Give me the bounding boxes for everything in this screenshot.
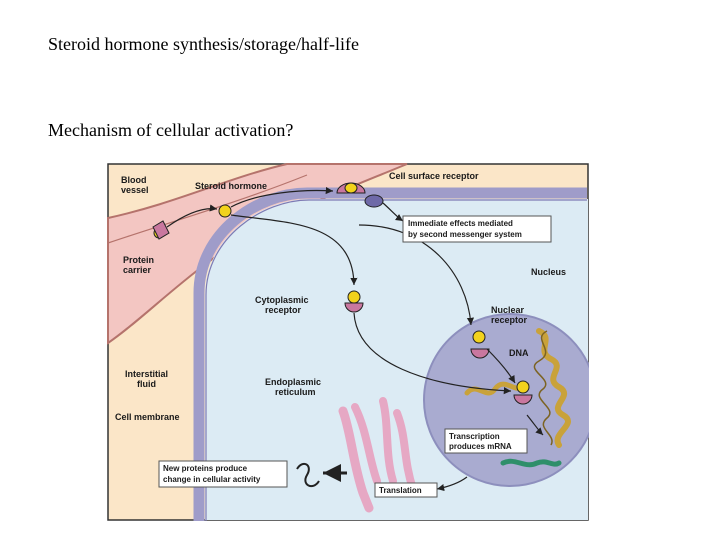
second-messenger-molecule bbox=[364, 194, 384, 208]
cell-surface-receptor-hormone bbox=[344, 182, 358, 194]
label-immediate-2: by second messenger system bbox=[408, 230, 522, 239]
arrow-translation bbox=[436, 476, 468, 492]
arrow-hormone-to-cytoplasm bbox=[230, 214, 358, 286]
slide-line-steroid-synthesis: Steroid hormone synthesis/storage/half-l… bbox=[48, 34, 359, 54]
label-protein-carrier-2: carrier bbox=[123, 265, 152, 275]
arrow-cytoplasmic-to-dna bbox=[353, 312, 512, 395]
arrow-hormone-to-receptor bbox=[230, 186, 334, 208]
label-nuclear-2: receptor bbox=[491, 315, 528, 325]
cell-membrane-inner bbox=[205, 199, 587, 521]
transcription-box bbox=[444, 428, 528, 454]
protein-carrier-icon bbox=[152, 220, 170, 240]
cytoplasmic-receptor-hormone bbox=[347, 290, 361, 304]
new-proteins-box bbox=[158, 460, 288, 488]
label-cell-surface-receptor: Cell surface receptor bbox=[389, 171, 479, 181]
er-tubule-4 bbox=[393, 409, 417, 493]
mrna-strand bbox=[500, 458, 562, 468]
label-blood-vessel-1: Blood bbox=[121, 175, 147, 185]
label-translation: Translation bbox=[379, 486, 422, 495]
label-er-2: reticulum bbox=[275, 387, 316, 397]
label-er-1: Endoplasmic bbox=[265, 377, 321, 387]
arrow-to-nuclear-receptor bbox=[358, 224, 475, 326]
label-immediate-1: Immediate effects mediated bbox=[408, 219, 513, 228]
blood-vessel-wall bbox=[107, 174, 308, 244]
label-protein-carrier-1: Protein bbox=[123, 255, 154, 265]
cell-membrane bbox=[193, 187, 587, 521]
label-nuclear-1: Nuclear bbox=[491, 305, 525, 315]
dna-strand-2 bbox=[533, 330, 553, 446]
label-transcription-2: produces mRNA bbox=[449, 442, 512, 451]
label-steroid-hormone: Steroid hormone bbox=[195, 181, 267, 191]
slide-line-mechanism: Mechanism of cellular activation? bbox=[48, 120, 294, 140]
label-new-proteins-1: New proteins produce bbox=[163, 464, 248, 473]
nuclear-receptor-hormone bbox=[472, 330, 486, 344]
label-new-proteins-2: change in cellular activity bbox=[163, 475, 261, 484]
cytoplasmic-receptor-icon bbox=[344, 302, 364, 313]
label-transcription-1: Transcription bbox=[449, 432, 500, 441]
label-interstitial-1: Interstitial bbox=[125, 369, 168, 379]
arrow-to-dna bbox=[486, 348, 516, 384]
steroid-mechanism-diagram: Blood vessel Steroid hormone Cell surfac… bbox=[107, 163, 589, 521]
label-blood-vessel-2: vessel bbox=[121, 185, 149, 195]
steroid-hormone-icon bbox=[218, 204, 232, 218]
dna-strand bbox=[536, 328, 571, 448]
label-dna: DNA bbox=[509, 348, 529, 358]
er-tubule-3 bbox=[379, 397, 397, 485]
er-tubule-2 bbox=[351, 403, 381, 485]
label-cell-membrane: Cell membrane bbox=[115, 412, 180, 422]
dna-bound-hormone bbox=[516, 380, 530, 394]
label-cytoplasmic-2: receptor bbox=[265, 305, 302, 315]
dna-bound-receptor-icon bbox=[513, 394, 533, 405]
translation-box bbox=[374, 482, 438, 498]
arrow-carrier-to-hormone bbox=[166, 204, 218, 228]
immediate-effects-box bbox=[402, 215, 552, 243]
label-cytoplasmic-1: Cytoplasmic bbox=[255, 295, 309, 305]
label-nucleus: Nucleus bbox=[531, 267, 566, 277]
arrow-transcription bbox=[526, 414, 544, 436]
protein-product-icon bbox=[296, 462, 320, 488]
er-tubule-1 bbox=[338, 406, 374, 513]
arrow-second-messenger bbox=[382, 202, 404, 222]
label-interstitial-2: fluid bbox=[137, 379, 156, 389]
